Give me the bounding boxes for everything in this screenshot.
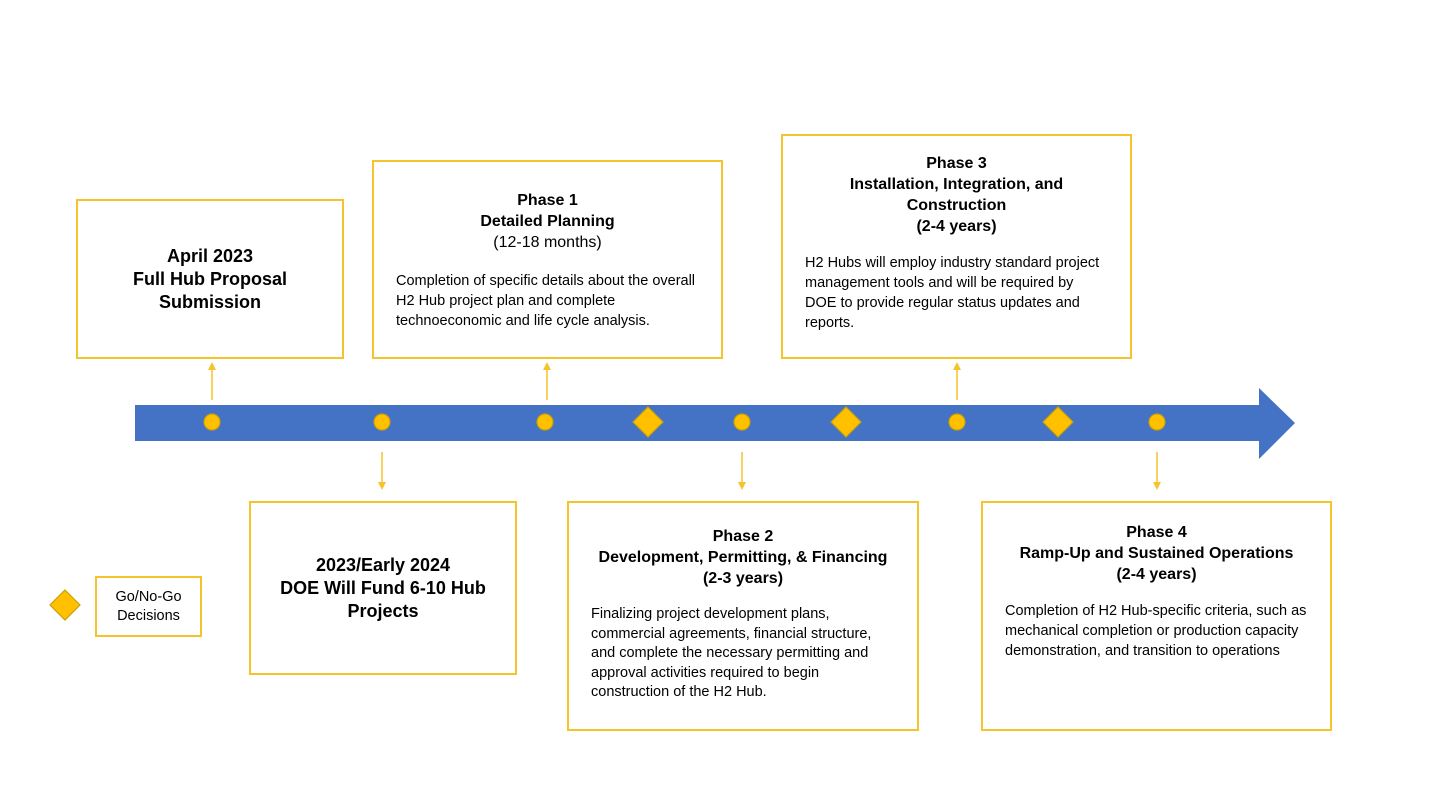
april-date: April 2023 [166, 245, 254, 266]
connector-phase3 [953, 362, 961, 400]
phase1-title: Phase 1 [517, 192, 578, 209]
box-april-2023: April 2023 Full Hub Proposal Submission [76, 199, 344, 359]
doe-title: DOE Will Fund 6-10 Hub [280, 577, 486, 598]
phase2-title: Phase 2 [712, 528, 774, 545]
phase2-duration: (2-3 years) [702, 570, 784, 587]
phase3-subtitle-cont: Construction [906, 197, 1007, 214]
box-phase-1: Phase 1 Detailed Planning (12-18 months)… [372, 160, 723, 359]
connector-april2023 [208, 362, 216, 400]
box-doe-fund: 2023/Early 2024 DOE Will Fund 6-10 Hub P… [249, 501, 517, 675]
phase1-description: Completion of specific details about the… [396, 273, 696, 329]
phase3-description: H2 Hubs will employ industry standard pr… [805, 255, 1100, 331]
milestone-circle-icon [203, 413, 221, 431]
box-phase-3: Phase 3 Installation, Integration, and C… [781, 134, 1132, 359]
phase1-duration: (12-18 months) [493, 234, 602, 251]
doe-title-cont: Projects [347, 600, 419, 621]
connector-doe-fund [378, 452, 386, 490]
connector-phase2 [738, 452, 746, 490]
milestone-circle-icon [1148, 413, 1166, 431]
phase4-title: Phase 4 [1126, 524, 1187, 541]
go-no-go-diamond-icon [632, 406, 664, 438]
box-phase-2: Phase 2 Development, Permitting, & Finan… [567, 501, 919, 731]
go-no-go-diamond-icon [1042, 406, 1074, 438]
phase2-subtitle: Development, Permitting, & Financing [598, 549, 888, 566]
legend-line-2: Decisions [117, 607, 180, 624]
legend-label: Go/No-Go Decisions [95, 576, 202, 637]
milestone-circle-icon [536, 413, 554, 431]
phase1-subtitle: Detailed Planning [480, 213, 615, 230]
milestone-circle-icon [373, 413, 391, 431]
phase4-description: Completion of H2 Hub-specific criteria, … [1005, 603, 1307, 659]
phase3-duration: (2-4 years) [916, 218, 997, 235]
connector-phase1 [543, 362, 551, 400]
go-no-go-diamond-icon [830, 406, 862, 438]
legend-diamond-icon [49, 589, 81, 621]
doe-date: 2023/Early 2024 [315, 554, 451, 575]
phase3-subtitle: Installation, Integration, and [849, 176, 1064, 193]
phase4-subtitle: Ramp-Up and Sustained Operations [1019, 545, 1294, 562]
timeline-arrow [135, 388, 1295, 459]
april-title-cont: Submission [158, 291, 261, 312]
box-phase-4: Phase 4 Ramp-Up and Sustained Operations… [981, 501, 1332, 731]
april-title: Full Hub Proposal [132, 268, 287, 289]
phase2-description: Finalizing project development plans, co… [591, 606, 872, 700]
connector-phase4 [1153, 452, 1161, 490]
milestone-circle-icon [733, 413, 751, 431]
legend-line-1: Go/No-Go [115, 588, 182, 605]
timeline-markers [203, 406, 1166, 438]
phase4-duration: (2-4 years) [1116, 566, 1197, 583]
timeline-connectors [208, 362, 1161, 490]
phase3-title: Phase 3 [926, 155, 987, 172]
milestone-circle-icon [948, 413, 966, 431]
